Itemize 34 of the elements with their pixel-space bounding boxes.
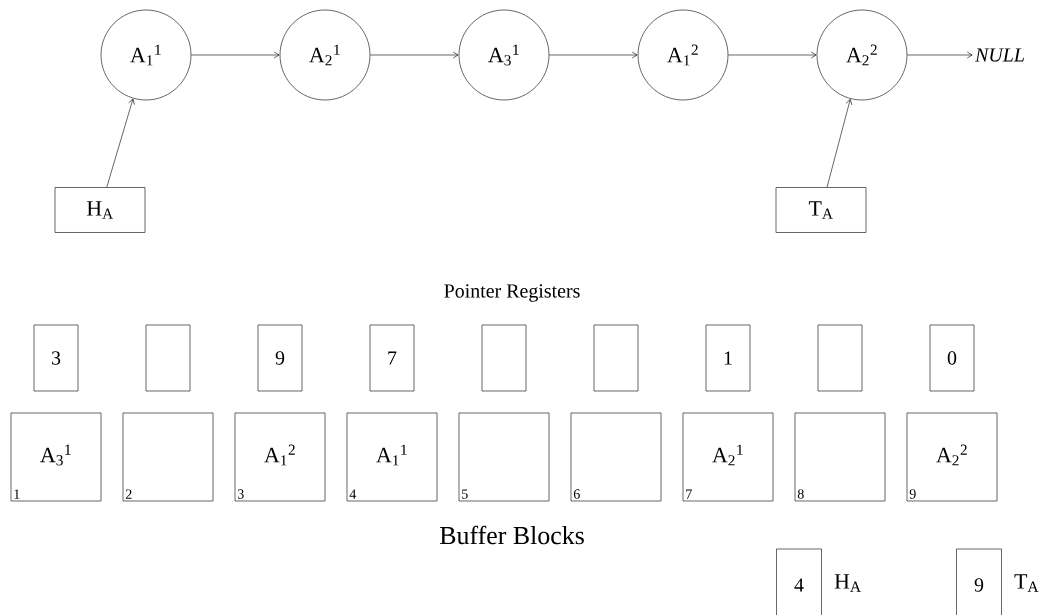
arrow: [191, 51, 280, 59]
buffer-block: 8: [794, 412, 886, 502]
arrow: [549, 51, 638, 59]
register-box: [481, 324, 527, 392]
arrow: [728, 51, 817, 59]
register-box: 9: [257, 324, 303, 392]
buffer-block: A$_{2}$2 9: [906, 412, 998, 502]
register-box: 0: [929, 324, 975, 392]
register-box: 4: [776, 548, 822, 615]
register-box: 7: [369, 324, 415, 392]
pointer-box: H$_{A}$: [54, 187, 146, 233]
register-box: [145, 324, 191, 392]
arrow: [106, 98, 135, 188]
buffer-block: 2: [122, 412, 214, 502]
buffer-block: A$_{2}$1 7: [682, 412, 774, 502]
register-label: H$_{A}$: [834, 574, 861, 592]
pointer-box: T$_{A}$: [775, 187, 867, 233]
arrow: [826, 99, 853, 188]
register-label: T$_{A}$: [1014, 574, 1039, 592]
register-box: 9: [956, 548, 1002, 615]
section-heading: Buffer Blocks: [439, 525, 584, 545]
section-heading: Pointer Registers: [444, 284, 580, 302]
register-box: [817, 324, 863, 392]
arrow: [907, 51, 973, 59]
buffer-block: A$_{3}$1 1: [10, 412, 102, 502]
buffer-block: A$_{1}$2 3: [234, 412, 326, 502]
buffer-block: A$_{1}$1 4: [346, 412, 438, 502]
arrow: [370, 51, 459, 59]
buffer-block: 5: [458, 412, 550, 502]
register-box: 3: [33, 324, 79, 392]
null-label: NULL: [974, 48, 1024, 62]
register-box: 1: [705, 324, 751, 392]
buffer-block: 6: [570, 412, 662, 502]
register-box: [593, 324, 639, 392]
